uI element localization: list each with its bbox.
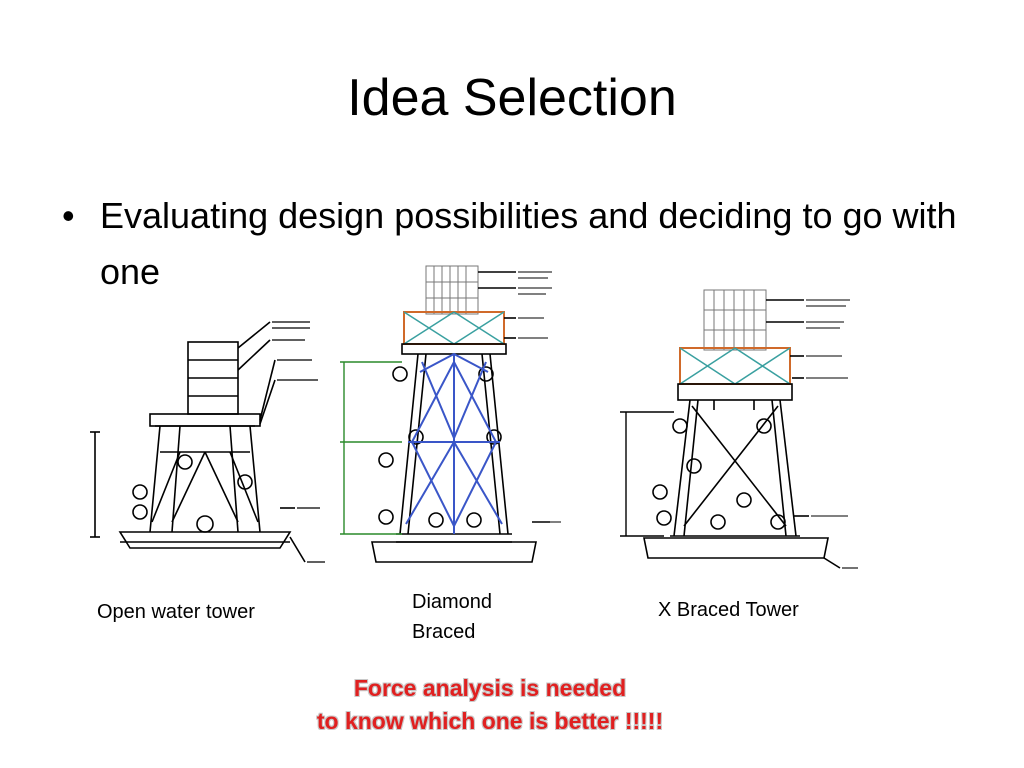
slide-title: Idea Selection bbox=[347, 69, 677, 127]
note-line-1: Force analysis is needed bbox=[353, 675, 627, 701]
caption-diamond-braced: Diamond Braced bbox=[412, 591, 493, 643]
bullet-dot: • bbox=[62, 195, 75, 236]
caption-open-water-tower: Open water tower bbox=[97, 601, 255, 623]
note-line-2: to know which one is better !!!!! bbox=[316, 708, 664, 734]
diamond-braced-tower-drawing bbox=[340, 265, 561, 563]
x-braced-tower-drawing bbox=[620, 289, 858, 569]
open-water-tower-drawing bbox=[90, 321, 325, 563]
bullet-text: Evaluating design possibilities and deci… bbox=[100, 195, 957, 292]
caption-x-braced-tower: X Braced Tower bbox=[658, 599, 799, 621]
force-analysis-note: Force analysis is needed to know which o… bbox=[0, 672, 980, 738]
